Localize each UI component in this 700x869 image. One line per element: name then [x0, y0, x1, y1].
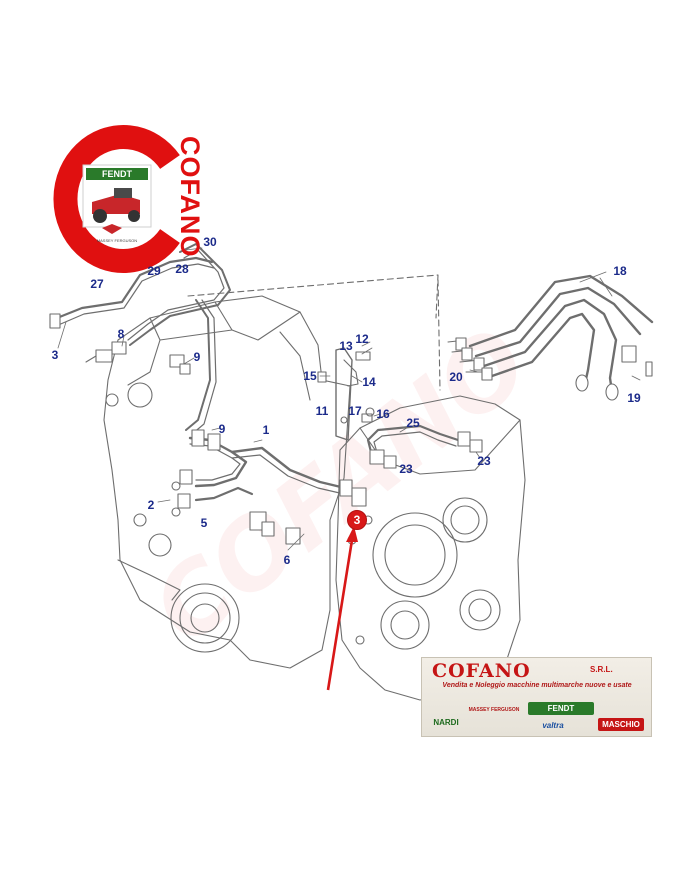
callout-30: 30: [203, 235, 217, 249]
logo-tractor-badge: FENDT: [102, 169, 132, 179]
callout-11: 11: [315, 404, 329, 418]
brand-tile-nardi: NARDI: [433, 718, 459, 727]
callout-23a: 23: [399, 462, 413, 476]
callout-28: 28: [175, 262, 189, 276]
callout-15: 15: [303, 369, 317, 383]
callout-25: 25: [406, 416, 420, 430]
highlight-badge: 3: [347, 510, 367, 530]
bracket-14: [335, 347, 353, 441]
pipe-27: [50, 256, 214, 322]
cofano-logo: [53, 125, 180, 273]
callout-9a: 9: [193, 350, 201, 364]
callout-9b: 9: [218, 422, 226, 436]
brand-tile-maschio: MASCHIO: [598, 718, 644, 731]
callout-12: 12: [355, 332, 369, 346]
callout-5: 5: [200, 516, 208, 530]
highlight-arrow: [326, 526, 358, 691]
callout-19: 19: [627, 391, 641, 405]
callout-3a: 3: [51, 348, 59, 362]
banner-tagline: Vendita e Noleggio macchine multimarche …: [442, 682, 632, 689]
callout-6: 6: [283, 553, 291, 567]
logo-sub-caption: MASSEY FERGUSON: [96, 238, 138, 243]
callout-20: 20: [449, 370, 463, 384]
logo-brand-vertical: COFANO: [175, 136, 205, 258]
banner-title: COFANO: [432, 660, 531, 682]
brand-tile-massey: MASSEY FERGUSON: [468, 707, 520, 713]
callout-8: 8: [117, 327, 125, 341]
banner-suffix: S.R.L.: [590, 665, 613, 674]
callout-1: 1: [262, 423, 270, 437]
callout-16: 16: [376, 407, 390, 421]
callout-17: 17: [348, 404, 362, 418]
callout-2: 2: [147, 498, 155, 512]
callout-18: 18: [613, 264, 627, 278]
callout-14: 14: [362, 375, 376, 389]
front-housing: [335, 395, 526, 701]
hose-18: [468, 274, 654, 348]
rear-housing: [103, 295, 351, 669]
pipe-29: [185, 299, 211, 431]
dealer-banner: COFANO S.R.L. Vendita e Noleggio macchin…: [421, 657, 652, 737]
callout-29: 29: [147, 264, 161, 278]
callout-27: 27: [90, 277, 104, 291]
pipe-25: [366, 424, 460, 458]
brand-tile-valtra: valtra: [542, 721, 564, 730]
callout-13: 13: [339, 339, 353, 353]
rear-flange: [170, 583, 240, 653]
brand-tile-fendt: FENDT: [528, 702, 594, 715]
callout-23b: 23: [477, 454, 491, 468]
